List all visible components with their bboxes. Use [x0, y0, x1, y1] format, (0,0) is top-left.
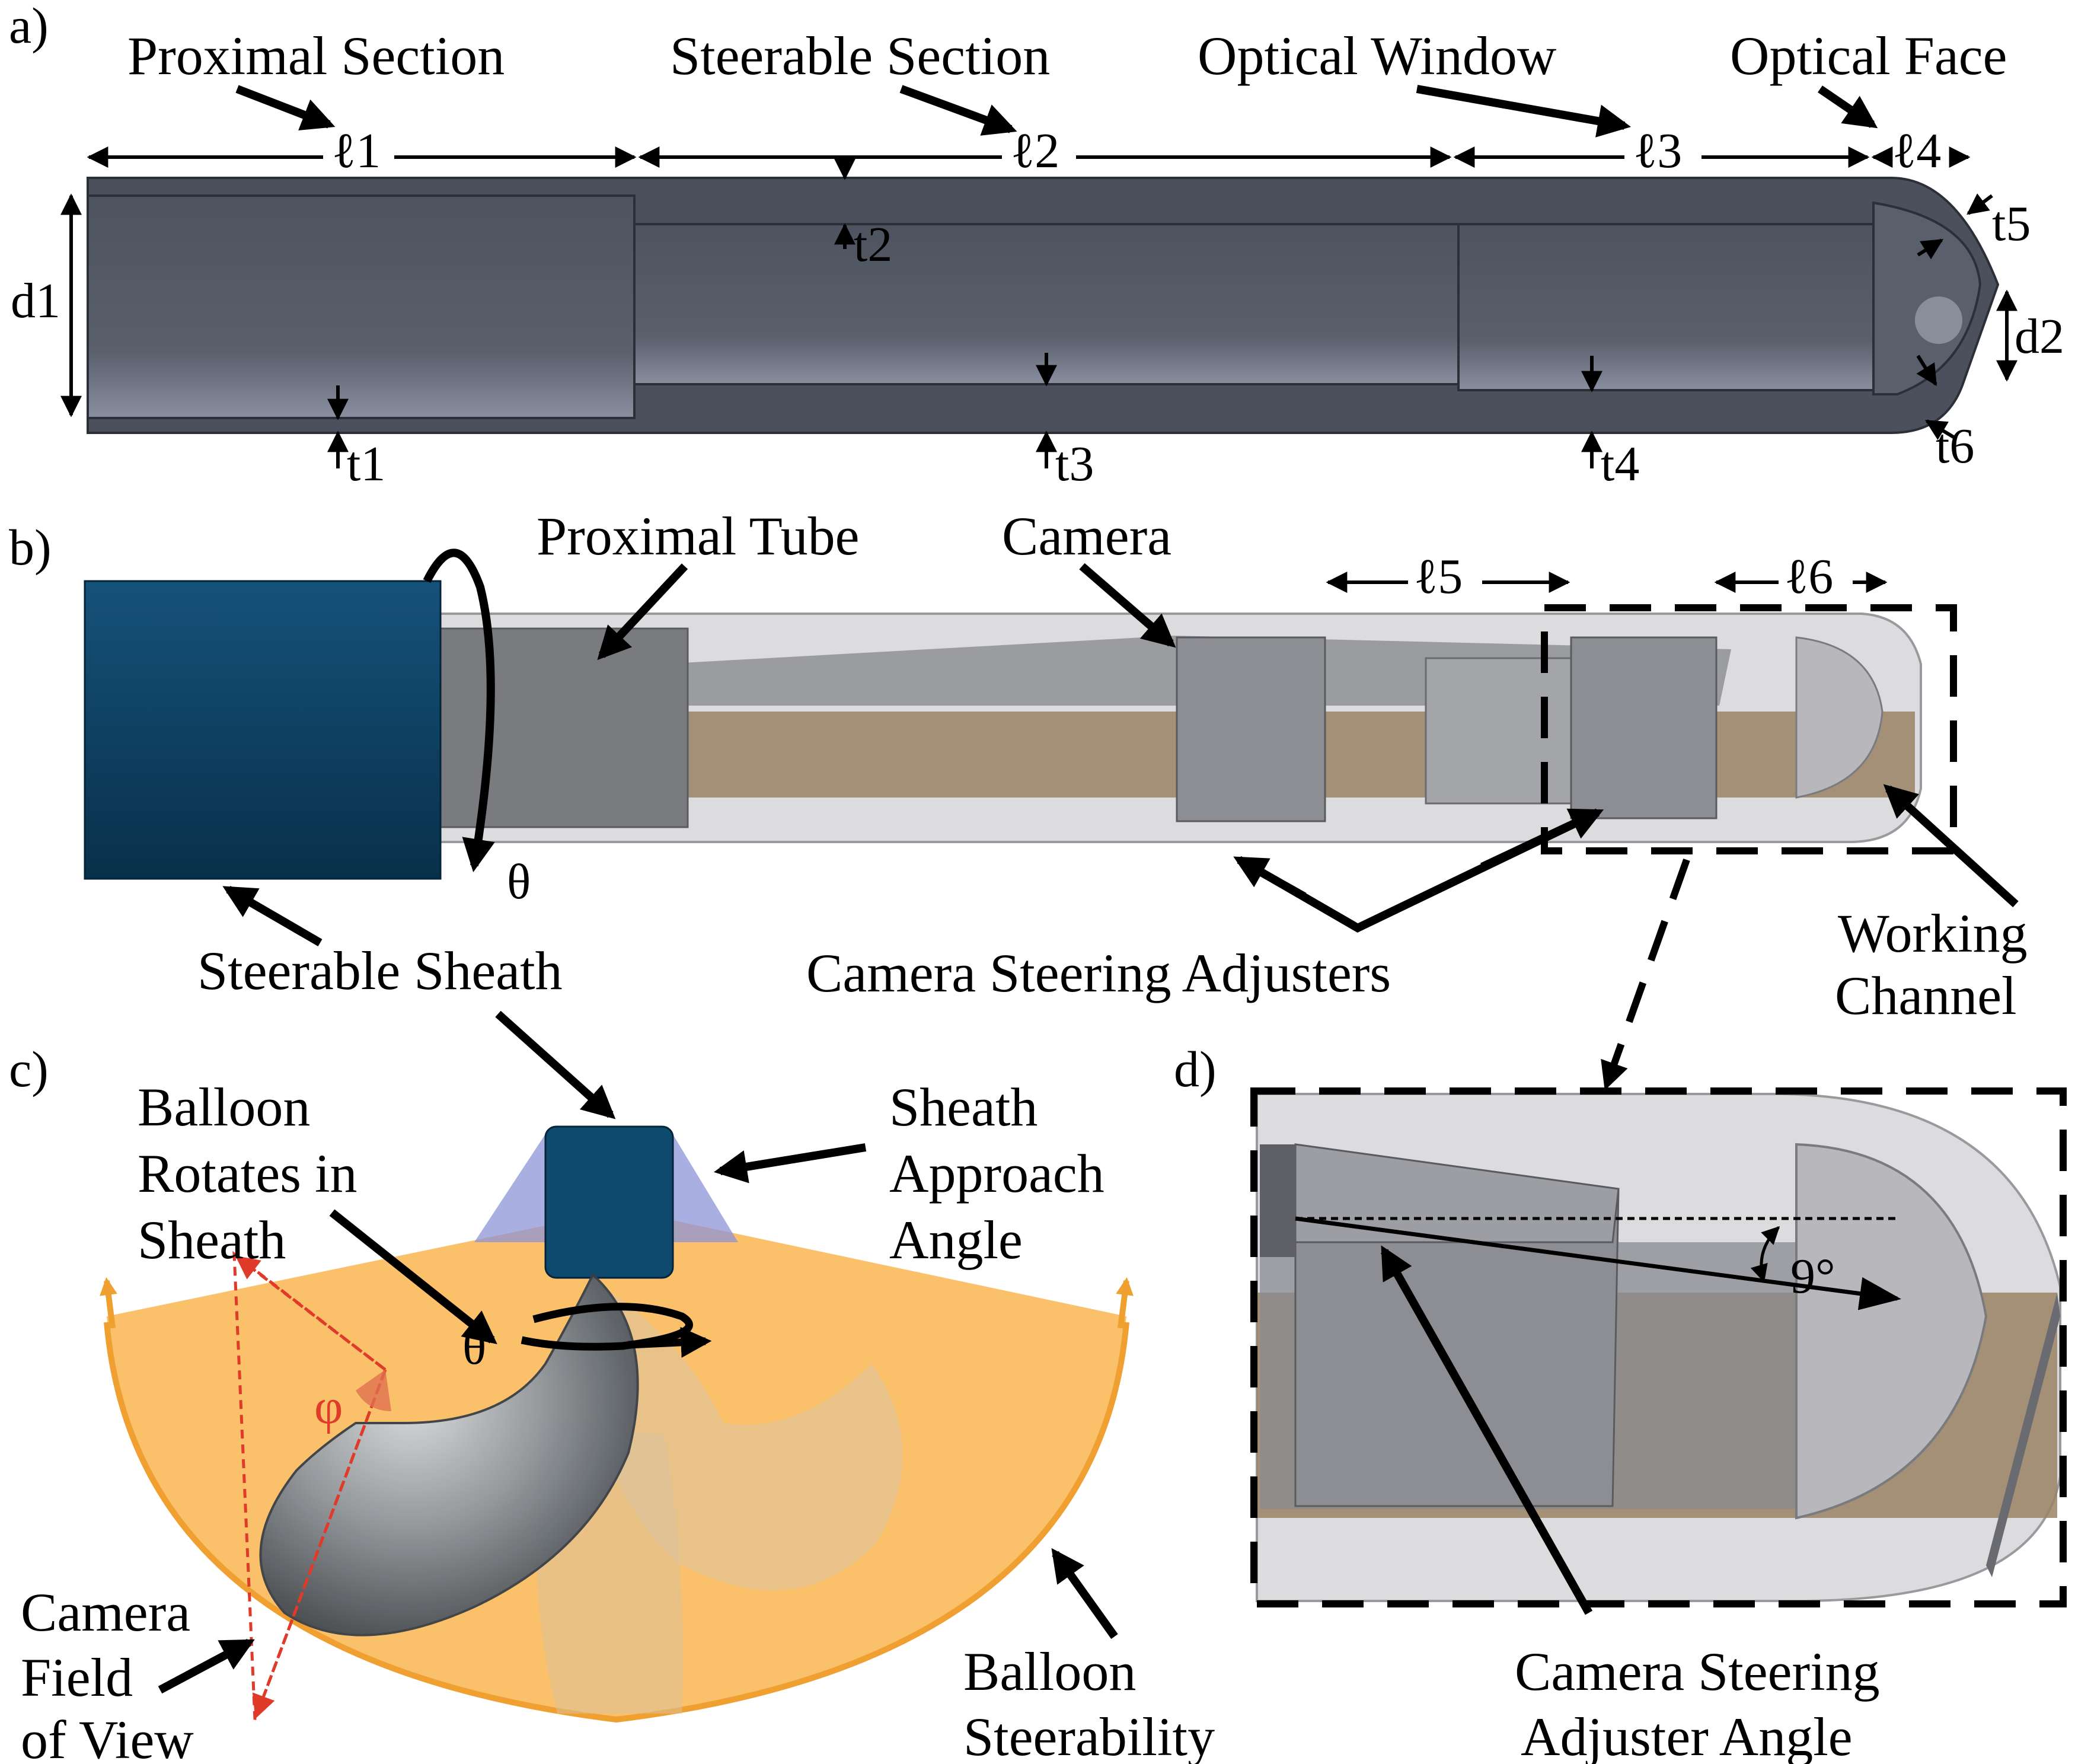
label-adjuster-angle-2: Adjuster Angle	[1521, 1706, 1853, 1764]
label-sheath-approach-2: Approach	[889, 1143, 1104, 1204]
arrow-optical-face	[1818, 85, 1878, 129]
arrow-working-channel	[1883, 784, 2019, 908]
zoom-connector	[1601, 858, 1690, 1091]
dim-theta-b: θ	[507, 854, 531, 910]
label-adjuster-angle-1: Camera Steering	[1515, 1641, 1880, 1702]
camera-adjuster-3	[1570, 636, 1718, 819]
arrow-proximal-tube	[597, 563, 688, 661]
arrow-balloon-rotates	[329, 1209, 497, 1344]
optical-dome-b	[1795, 636, 1884, 799]
label-proximal-section: Proximal Section	[127, 25, 505, 86]
zoom-dashed-border	[1250, 1087, 2067, 1607]
label-balloon-rotates-2: Rotates in	[138, 1143, 357, 1204]
label-working-channel-2: Channel	[1835, 965, 2017, 1026]
dim-l4: ℓ4	[1892, 123, 1941, 178]
label-camera-steering-adjusters: Camera Steering Adjusters	[806, 943, 1391, 1003]
label-balloon-rotates-3: Sheath	[138, 1210, 286, 1270]
panel-a: a) Proximal Section Steerable Section Op…	[9, 0, 2064, 492]
arrow-proximal-section	[235, 85, 336, 130]
zoom-optical-dome	[1795, 1143, 1988, 1520]
proximal-inner-bore	[87, 194, 636, 419]
label-balloon-rotates-1: Balloon	[138, 1077, 310, 1137]
panel-b: b) Proximal Tube Camera θ ℓ5 ℓ6	[9, 506, 2028, 1091]
arrow-sheath-approach	[713, 1143, 867, 1184]
zoom-box	[1541, 604, 1957, 854]
dim-l2: ℓ2	[1011, 123, 1059, 178]
dim-d1: d1	[11, 273, 60, 328]
label-optical-window: Optical Window	[1198, 25, 1557, 86]
label-proximal-tube: Proximal Tube	[537, 506, 859, 566]
arrow-steerable-section	[899, 85, 1017, 136]
dim-t5: t5	[1992, 196, 2031, 251]
panel-d-tag: d)	[1174, 1041, 1217, 1098]
label-sheath-approach-1: Sheath	[889, 1077, 1038, 1137]
label-camera-fov-1: Camera	[21, 1582, 190, 1642]
rotation-loop	[423, 548, 495, 873]
dim-d2: d2	[2015, 309, 2064, 364]
label-balloon-steerability-2: Steerability	[963, 1706, 1215, 1764]
dim-t4: t4	[1601, 436, 1639, 492]
panel-c: c) θ φ Balloon Rotates in Sheath Sheath …	[9, 1010, 1215, 1764]
arrow-steerable-sheath	[222, 885, 323, 947]
label-steerable-section: Steerable Section	[670, 25, 1050, 86]
label-steerable-sheath: Steerable Sheath	[197, 940, 563, 1001]
symbol-phi: φ	[314, 1379, 343, 1434]
dim-t2: t2	[854, 217, 892, 272]
label-camera-fov-3: of View	[21, 1709, 194, 1764]
angle-9-deg: 9°	[1790, 1249, 1835, 1304]
panel-d: d) 9° Camera Steering Adjuster Angle	[1174, 1041, 2067, 1764]
dim-l6: ℓ6	[1784, 549, 1833, 604]
label-sheath-approach-3: Angle	[889, 1210, 1023, 1270]
dim-l1: ℓ1	[332, 123, 381, 178]
label-working-channel-1: Working	[1838, 903, 2028, 964]
arrow-camera-fov	[158, 1638, 255, 1694]
proximal-tube	[438, 627, 689, 828]
panel-b-tag: b)	[9, 519, 52, 576]
label-balloon-steerability-1: Balloon	[963, 1641, 1136, 1702]
label-camera: Camera	[1002, 506, 1171, 566]
label-camera-fov-2: Field	[21, 1647, 133, 1708]
arrow-balloon-steerability	[1051, 1548, 1118, 1639]
dim-t1: t1	[347, 436, 385, 492]
dim-l5: ℓ5	[1414, 549, 1463, 604]
panel-c-tag: c)	[9, 1041, 49, 1098]
panel-a-tag: a)	[9, 0, 49, 54]
dim-l3: ℓ3	[1633, 123, 1682, 178]
balloon-main	[259, 1272, 639, 1637]
steerable-sheath-block	[84, 580, 442, 880]
arrow-optical-window	[1416, 85, 1632, 138]
camera-adjuster-2	[1425, 657, 1575, 805]
arrow-sheath-from-label	[495, 1010, 616, 1119]
adjuster-axis-arrow	[1295, 1216, 1901, 1310]
window-inner-bore	[1457, 223, 1875, 391]
dim-t6: t6	[1936, 419, 1974, 474]
arrow-camera	[1079, 563, 1176, 648]
sheath-c	[544, 1125, 674, 1279]
camera-adjuster-1	[1176, 636, 1326, 822]
dim-t3: t3	[1055, 436, 1094, 492]
arrow-adjuster-angle	[1380, 1245, 1593, 1615]
label-optical-face: Optical Face	[1730, 25, 2007, 86]
